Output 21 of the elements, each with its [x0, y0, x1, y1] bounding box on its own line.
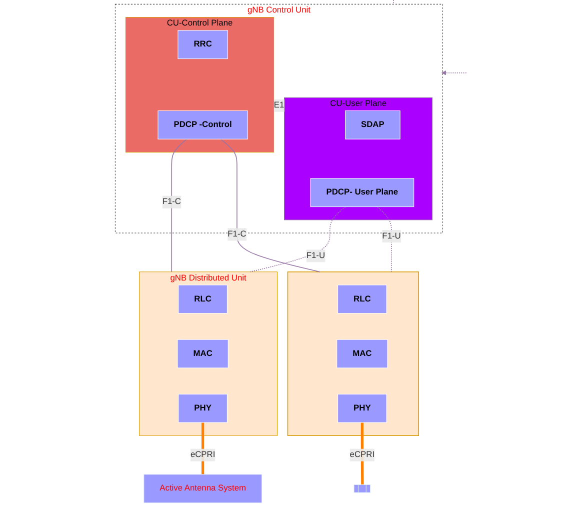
edge-label: F1-C — [228, 230, 246, 239]
node-box: Active Antenna System — [144, 474, 262, 504]
node-box: PHY — [337, 394, 387, 423]
edge-label: F1-U — [306, 251, 325, 260]
node-antenna — [354, 484, 370, 493]
arrow — [391, 0, 396, 4]
node-box: PDCP- User Plane — [310, 178, 414, 208]
arrow — [441, 70, 467, 76]
node-box: SDAP — [344, 110, 400, 140]
edge-label: F1-U — [382, 232, 401, 240]
node-box: RRC — [178, 30, 228, 60]
node-box: RLC — [337, 284, 387, 314]
cluster — [287, 271, 419, 436]
node-box: MAC — [336, 339, 388, 368]
edge-label: F1-C — [162, 197, 181, 206]
node-box: PHY — [178, 394, 228, 423]
node-box: MAC — [177, 339, 228, 368]
node-box: RLC — [178, 284, 228, 314]
node-box: PDCP -Control — [158, 110, 248, 140]
edge-label: eCPRI — [350, 450, 374, 460]
edge-label: eCPRI — [190, 450, 216, 460]
